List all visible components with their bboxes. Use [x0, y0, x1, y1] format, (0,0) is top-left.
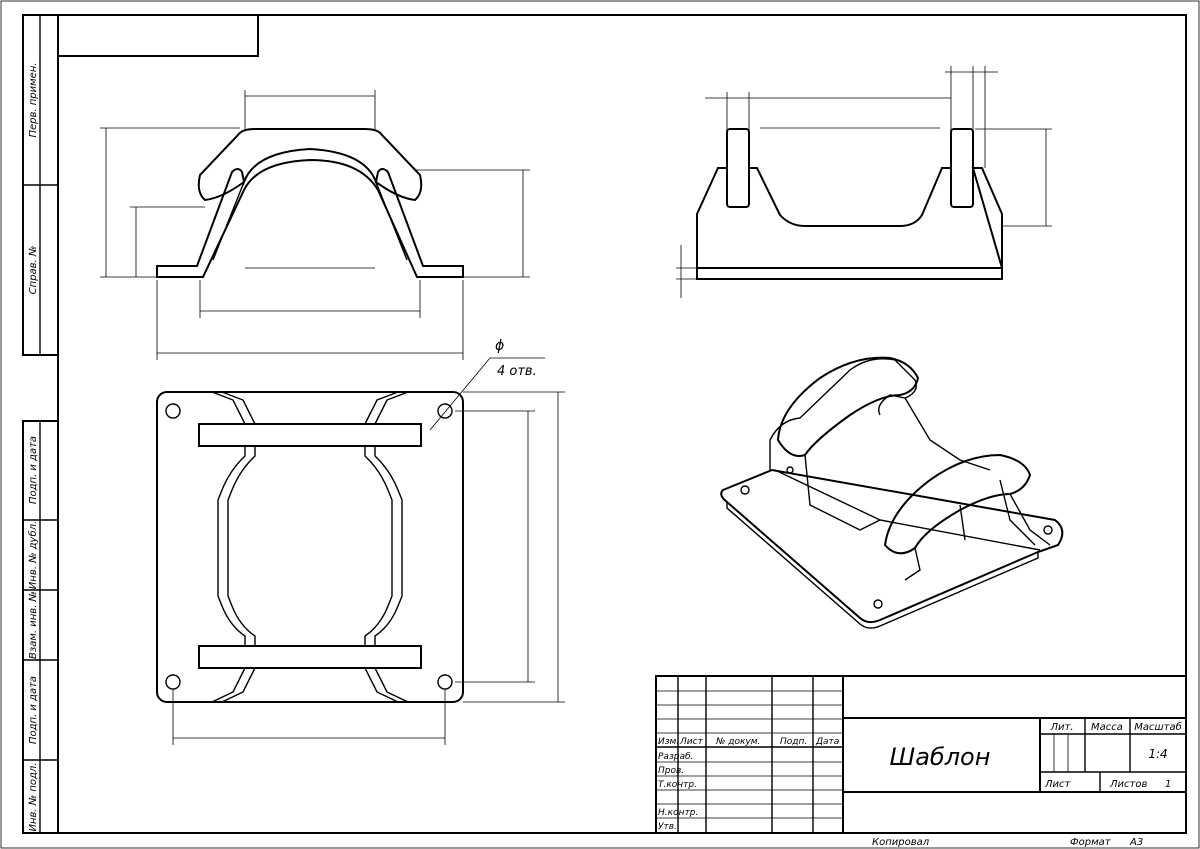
podp-i-data-label-1: Подп. и дата	[28, 436, 39, 504]
mount-hole	[437, 403, 453, 419]
masshtab-label: Масштаб	[1134, 721, 1182, 733]
row-utv-label: Утв.	[658, 822, 677, 832]
vzam-inv-no-label: Взам. инв. №	[28, 591, 39, 659]
format-value: А3	[1129, 837, 1143, 848]
mount-hole	[437, 674, 453, 690]
inv-no-dubl-label: Инв. № дубл.	[27, 521, 39, 589]
col-doc-no-label: № докум.	[715, 737, 760, 747]
kopiroval-label: Копировал	[872, 837, 930, 848]
drawing-title: Шаблон	[890, 743, 991, 771]
listov-value: 1	[1165, 779, 1171, 790]
title-block: Изм. Лист № докум. Подп. Дата Разраб. Пр…	[655, 675, 1187, 834]
lit-label: Лит.	[1049, 722, 1073, 733]
col-data-label: Дата	[815, 737, 839, 747]
row-prov-label: Пров.	[658, 766, 684, 776]
left-side-stamp: Перв. примен. Справ. № Подп. и дата Инв.…	[22, 14, 59, 834]
mount-hole	[165, 674, 181, 690]
list-label: Лист	[1044, 779, 1072, 790]
side-view	[676, 66, 1052, 298]
top-view: ϕ 4 отв.	[156, 338, 565, 745]
row-nkontr-label: Н.контр.	[658, 808, 698, 818]
podp-i-data-label-2: Подп. и дата	[28, 676, 39, 744]
hole-count-label: 4 отв.	[497, 364, 537, 379]
hole-diameter-symbol: ϕ	[495, 338, 504, 354]
isometric-view	[720, 356, 1064, 629]
format-label: Формат	[1070, 837, 1112, 848]
listov-label: Листов	[1109, 779, 1147, 790]
mount-hole	[165, 403, 181, 419]
front-view	[100, 90, 530, 360]
masshtab-value: 1:4	[1148, 747, 1167, 761]
top-left-designation-box	[58, 15, 259, 57]
sprav-no-label: Справ. №	[28, 246, 39, 295]
row-tkontr-label: Т.контр.	[658, 780, 697, 790]
row-razrab-label: Разраб.	[658, 752, 693, 762]
massa-label: Масса	[1091, 722, 1123, 733]
col-izm-label: Изм.	[658, 737, 679, 747]
col-podp-label: Подп.	[780, 737, 807, 747]
col-list-label: Лист	[679, 737, 704, 747]
inv-no-podl-label: Инв. № подл.	[28, 763, 39, 832]
perv-primen-label: Перв. примен.	[28, 62, 39, 137]
